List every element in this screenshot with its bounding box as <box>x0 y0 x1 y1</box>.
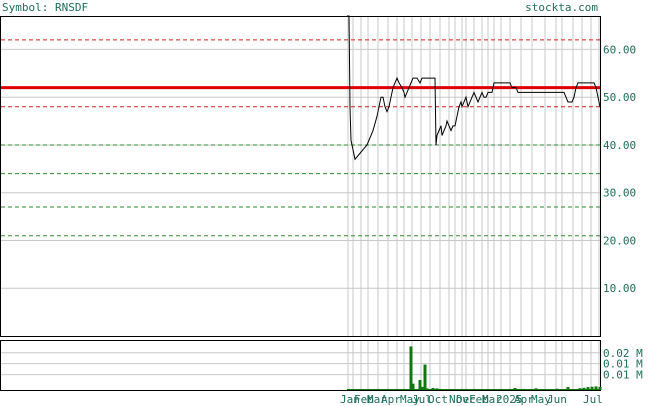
volume-bar <box>420 386 424 390</box>
price-tick-label: 60.00 <box>603 43 636 56</box>
volume-ticks-layer: 0.02 M0.01 M0.01 M <box>603 347 643 382</box>
x-axis-label: Jul <box>412 393 432 406</box>
price-tick-label: 40.00 <box>603 139 636 152</box>
volume-bar <box>423 364 427 390</box>
price-panel-frame <box>0 16 601 337</box>
x-axis-label: 2025 <box>496 393 523 406</box>
volume-bar <box>598 386 602 390</box>
price-tick-label: 50.00 <box>603 91 636 104</box>
x-axis-label: Apr <box>381 393 401 406</box>
x-axis-label: Jan <box>340 393 360 406</box>
x-axis-label: Apr <box>514 393 534 406</box>
volume-tick-label: 0.02 M <box>603 347 643 360</box>
volume-panel-frame <box>0 340 601 391</box>
price-ticks-layer: 10.00 20.00 30.00 40.00 50.00 60.00 <box>603 43 636 295</box>
x-axis-label: Dec <box>456 393 476 406</box>
price-line-layer <box>347 15 601 161</box>
volume-bars-layer <box>347 346 602 390</box>
x-axis-label: Jul <box>583 393 603 406</box>
level-lines-layer <box>1 39 600 237</box>
x-axis-label: May <box>531 393 551 406</box>
volume-tick-label: 0.01 M <box>603 369 643 382</box>
volume-bar <box>566 387 570 390</box>
x-axis-label: Oct <box>428 393 448 406</box>
price-tick-label: 10.00 <box>603 282 636 295</box>
x-axis-label: Nov <box>449 393 469 406</box>
volume-bar <box>594 386 598 390</box>
x-axis-label: Mar <box>482 393 502 406</box>
x-axis-label: Feb <box>469 393 489 406</box>
volume-bar <box>409 346 413 390</box>
price-tick-label: 20.00 <box>603 234 636 247</box>
x-axis-label: May <box>400 393 420 406</box>
volume-tick-label: 0.01 M <box>603 358 643 371</box>
volume-bar <box>586 387 590 390</box>
volume-bar <box>418 380 422 390</box>
grid-layer <box>1 17 600 390</box>
price-tick-label: 30.00 <box>603 187 636 200</box>
volume-bar <box>590 386 594 390</box>
volume-bar <box>582 387 586 390</box>
x-axis-label: Mar <box>367 393 387 406</box>
symbol-label: Symbol: RNSDF <box>2 1 88 14</box>
price-series-line <box>347 15 601 161</box>
x-axis-label: Feb <box>354 393 374 406</box>
volume-bar <box>411 383 415 390</box>
site-label: stockta.com <box>525 1 598 14</box>
x-axis-label: Jun <box>547 393 567 406</box>
